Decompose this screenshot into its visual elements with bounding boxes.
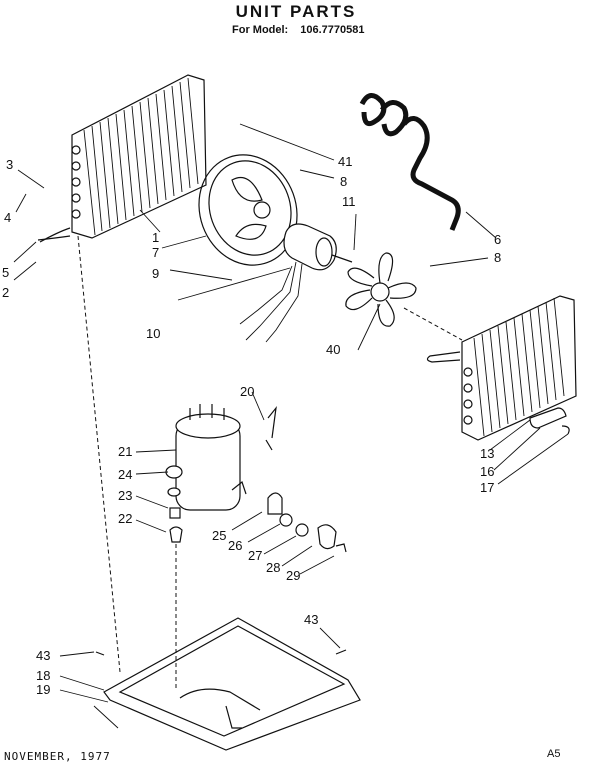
leader-lines <box>13 123 569 729</box>
callout-labels: 3 4 5 2 1 7 9 10 41 8 11 6 8 40 13 16 17… <box>2 154 501 697</box>
callout-9: 9 <box>152 266 159 281</box>
footer-date: NOVEMBER, 1977 <box>4 750 111 763</box>
callout-11: 11 <box>342 194 356 209</box>
callout-10: 10 <box>146 326 160 341</box>
page-number: A5 <box>547 748 561 760</box>
callout-41: 41 <box>338 154 352 169</box>
model-label: For Model: <box>232 24 289 36</box>
condenser-coil-left <box>37 74 207 243</box>
callout-24: 24 <box>118 467 132 482</box>
callout-43-left: 43 <box>36 648 50 663</box>
callout-4: 4 <box>4 210 11 225</box>
callout-25: 25 <box>212 528 226 543</box>
callout-19: 19 <box>36 682 50 697</box>
evaporator-coil-right <box>426 295 577 441</box>
model-number: 106.7770581 <box>300 24 365 36</box>
callout-21: 21 <box>118 444 132 459</box>
callout-28: 28 <box>266 560 280 575</box>
callout-5: 5 <box>2 265 9 280</box>
fan-motor <box>239 223 353 343</box>
callout-23: 23 <box>118 488 132 503</box>
refrigerant-tube <box>359 93 461 231</box>
callout-40: 40 <box>326 342 340 357</box>
alignment-lines <box>77 235 463 690</box>
callout-43-right: 43 <box>304 612 318 627</box>
callout-8-top: 8 <box>340 174 347 189</box>
compressor <box>175 404 247 511</box>
blower-fan <box>345 252 417 327</box>
callout-6: 6 <box>494 232 501 247</box>
page-title: UNIT PARTS <box>235 2 357 21</box>
callout-20: 20 <box>240 384 254 399</box>
callout-18: 18 <box>36 668 50 683</box>
callout-22: 22 <box>118 511 132 526</box>
grommet-parts <box>165 405 347 553</box>
callout-27: 27 <box>248 548 262 563</box>
callout-1: 1 <box>152 230 159 245</box>
callout-29: 29 <box>286 568 300 583</box>
callout-2: 2 <box>2 285 9 300</box>
callout-26: 26 <box>228 538 242 553</box>
base-pan <box>95 617 361 751</box>
callout-17: 17 <box>480 480 494 495</box>
callout-3: 3 <box>6 157 13 172</box>
callout-16: 16 <box>480 464 494 479</box>
model-subtitle: For Model: 106.7770581 <box>232 24 364 36</box>
fan-shroud <box>198 154 298 266</box>
callout-8-right: 8 <box>494 250 501 265</box>
filter-element <box>529 407 570 435</box>
callout-13: 13 <box>480 446 494 461</box>
callout-7: 7 <box>152 245 159 260</box>
